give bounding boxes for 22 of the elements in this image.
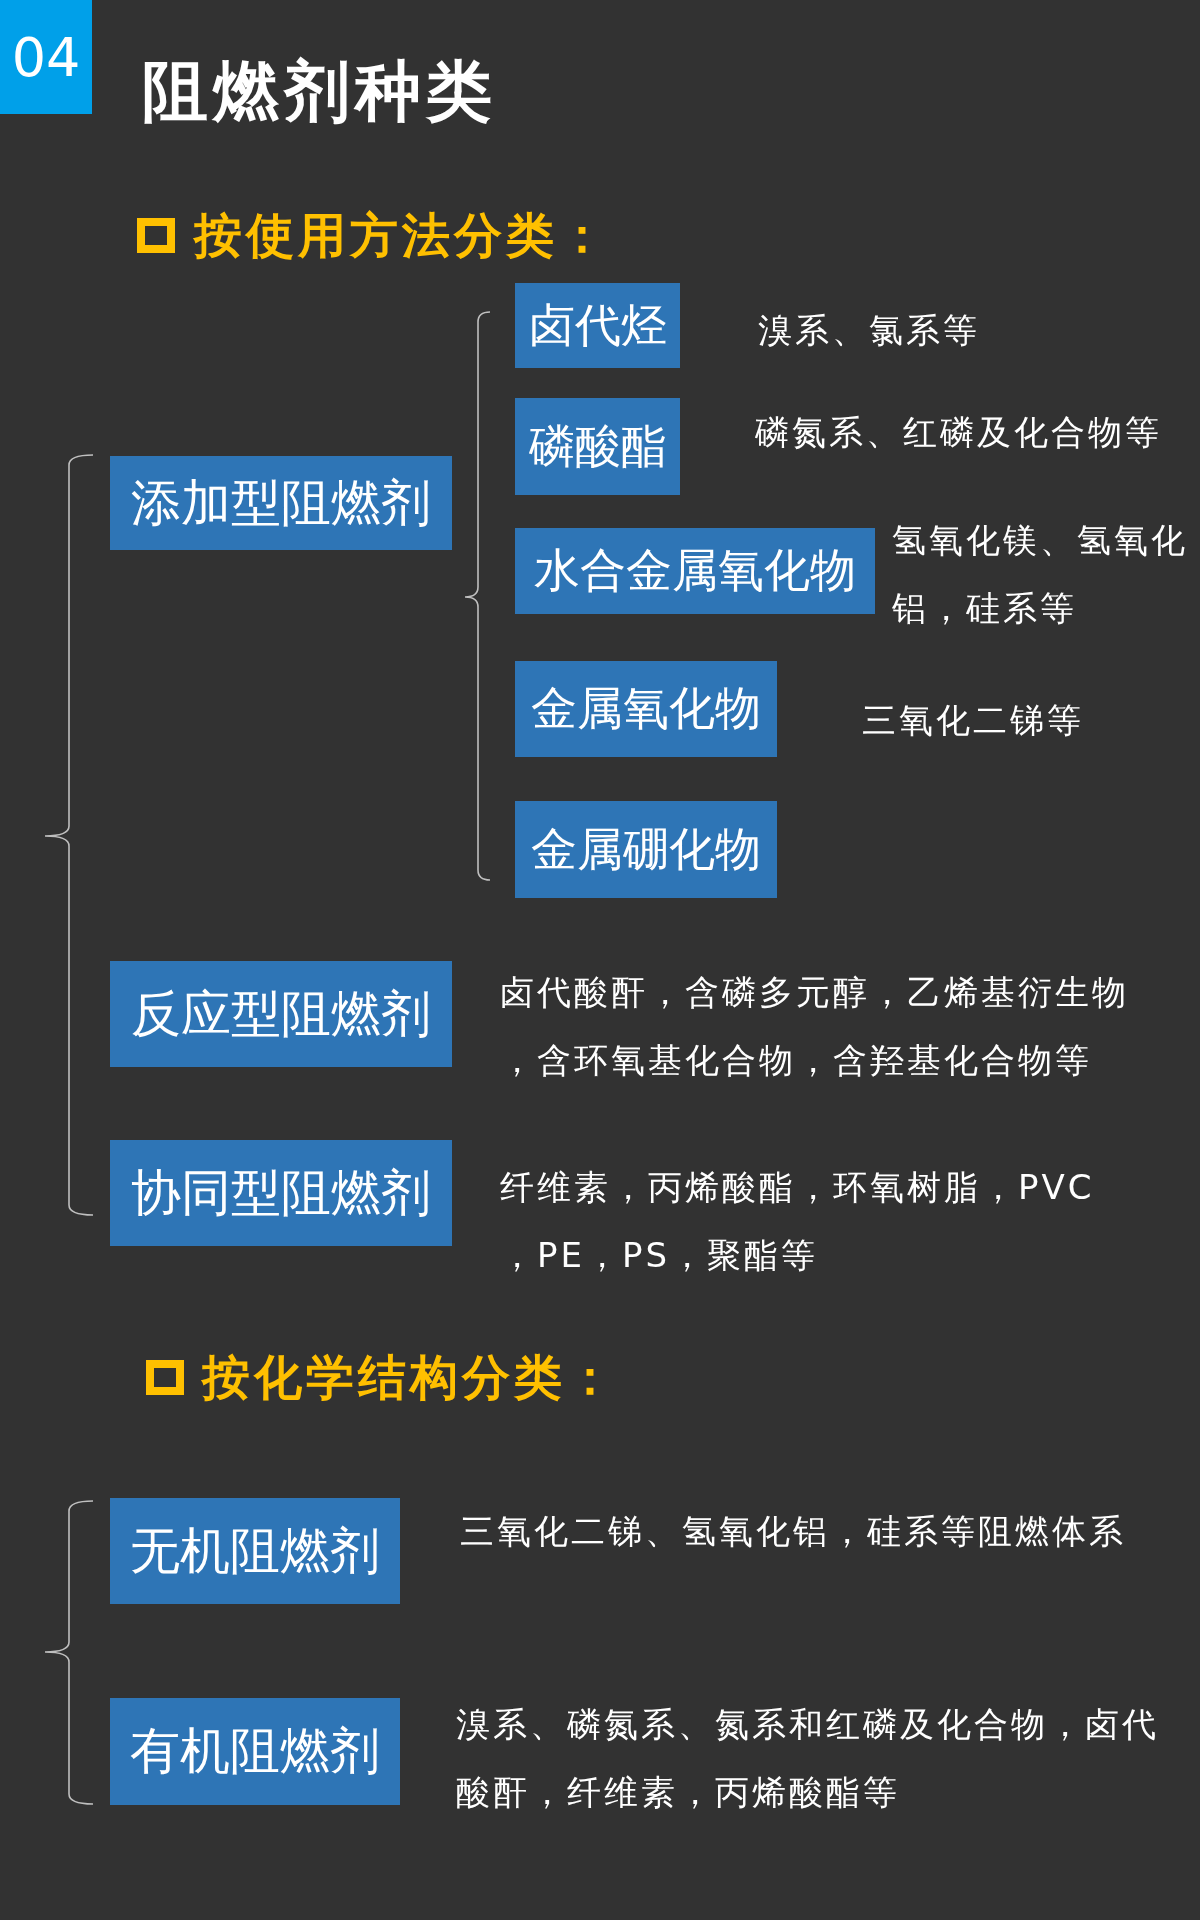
section-heading: 按使用方法分类： bbox=[194, 206, 610, 265]
category-box: 无机阻燃剂 bbox=[110, 1498, 400, 1604]
description-text: 卤代酸酐，含磷多元醇，乙烯基衍生物，含环氧基化合物，含羟基化合物等 bbox=[500, 971, 1130, 1082]
description-text: 三氧化二锑等 bbox=[862, 699, 1084, 742]
section-heading: 按化学结构分类： bbox=[202, 1348, 618, 1407]
category-box: 协同型阻燃剂 bbox=[110, 1140, 452, 1246]
description-text: 溴系、磷氮系、氮系和红磷及化合物，卤代酸酐，纤维素，丙烯酸酯等 bbox=[456, 1703, 1160, 1814]
description-text: 三氧化二锑、氢氧化铝，硅系等阻燃体系 bbox=[460, 1510, 1126, 1553]
page-title: 阻燃剂种类 bbox=[142, 52, 497, 132]
description-text: 磷氮系、红磷及化合物等 bbox=[755, 411, 1162, 454]
category-box: 反应型阻燃剂 bbox=[110, 961, 452, 1067]
description-text: 溴系、氯系等 bbox=[758, 309, 980, 352]
description-text: 氢氧化镁、氢氧化铝，硅系等 bbox=[892, 519, 1189, 630]
category-box: 金属硼化物 bbox=[515, 801, 777, 898]
category-box: 添加型阻燃剂 bbox=[110, 456, 452, 550]
section-number: 04 bbox=[0, 0, 92, 114]
category-box: 卤代烃 bbox=[515, 283, 680, 368]
category-box: 有机阻燃剂 bbox=[110, 1698, 400, 1805]
category-box: 水合金属氧化物 bbox=[515, 528, 875, 614]
description-text: 纤维素，丙烯酸酯，环氧树脂，PVC，PE，PS，聚酯等 bbox=[500, 1166, 1096, 1277]
category-box: 金属氧化物 bbox=[515, 661, 777, 757]
category-box: 磷酸酯 bbox=[515, 398, 680, 495]
